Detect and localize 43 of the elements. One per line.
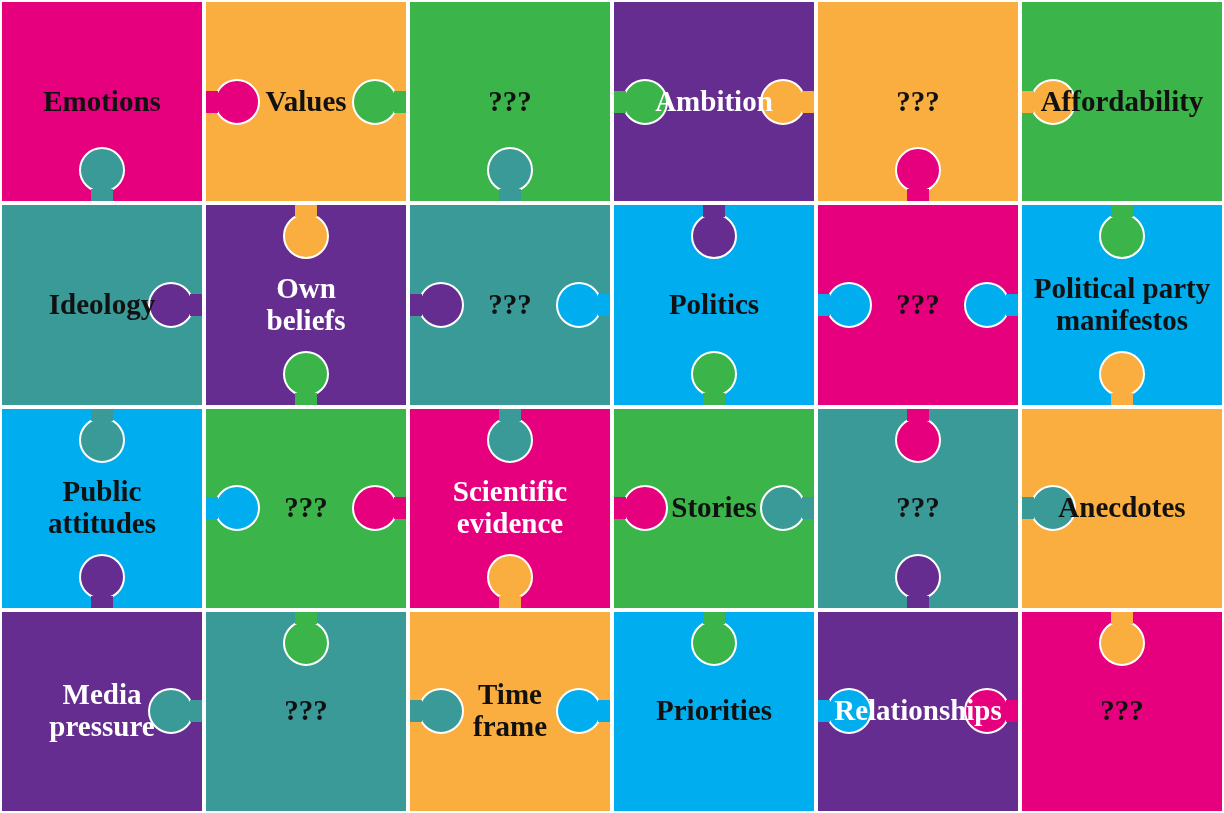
piece-label: Own beliefs — [265, 273, 347, 337]
puzzle-piece — [612, 406, 816, 610]
piece-label: Priorities — [656, 695, 772, 728]
puzzle-piece — [1020, 609, 1224, 813]
piece-label: Scientific evidence — [451, 476, 569, 540]
puzzle-piece — [204, 406, 408, 610]
puzzle-piece — [816, 0, 1020, 204]
piece-label: ??? — [896, 288, 940, 321]
puzzle-piece — [408, 609, 612, 813]
piece-label: Values — [265, 85, 347, 118]
puzzle-piece — [1020, 406, 1224, 610]
piece-label: Politics — [668, 288, 760, 321]
puzzle-piece — [1020, 203, 1224, 407]
piece-label: ??? — [284, 695, 328, 728]
piece-label: Media pressure — [48, 679, 156, 744]
piece-label: Political party manifestos — [1032, 273, 1212, 337]
puzzle-piece — [0, 609, 204, 813]
piece-label: ??? — [896, 85, 940, 118]
piece-label: ??? — [896, 492, 940, 525]
puzzle-piece — [0, 0, 204, 204]
puzzle-piece — [204, 0, 408, 204]
piece-label: Public attitudes — [47, 476, 157, 540]
puzzle-piece — [816, 203, 1020, 407]
puzzle-piece — [0, 406, 204, 610]
puzzle-piece — [1020, 0, 1224, 204]
piece-label: ??? — [284, 492, 328, 525]
piece-label: Time frame — [471, 679, 549, 744]
piece-label: Emotions — [43, 85, 161, 118]
piece-label: ??? — [488, 288, 532, 321]
puzzle-piece — [612, 0, 816, 204]
puzzle-piece — [204, 203, 408, 407]
puzzle-piece — [408, 406, 612, 610]
puzzle-piece — [816, 406, 1020, 610]
puzzle-piece — [0, 203, 204, 407]
piece-label: Stories — [671, 492, 757, 525]
puzzle-piece — [612, 609, 816, 813]
puzzle-piece — [816, 609, 1020, 813]
puzzle-piece — [408, 0, 612, 204]
puzzle-piece — [408, 203, 612, 407]
puzzle-piece — [204, 609, 408, 813]
piece-label: ??? — [488, 85, 532, 118]
piece-label: ??? — [1100, 695, 1144, 728]
puzzle-piece — [612, 203, 816, 407]
